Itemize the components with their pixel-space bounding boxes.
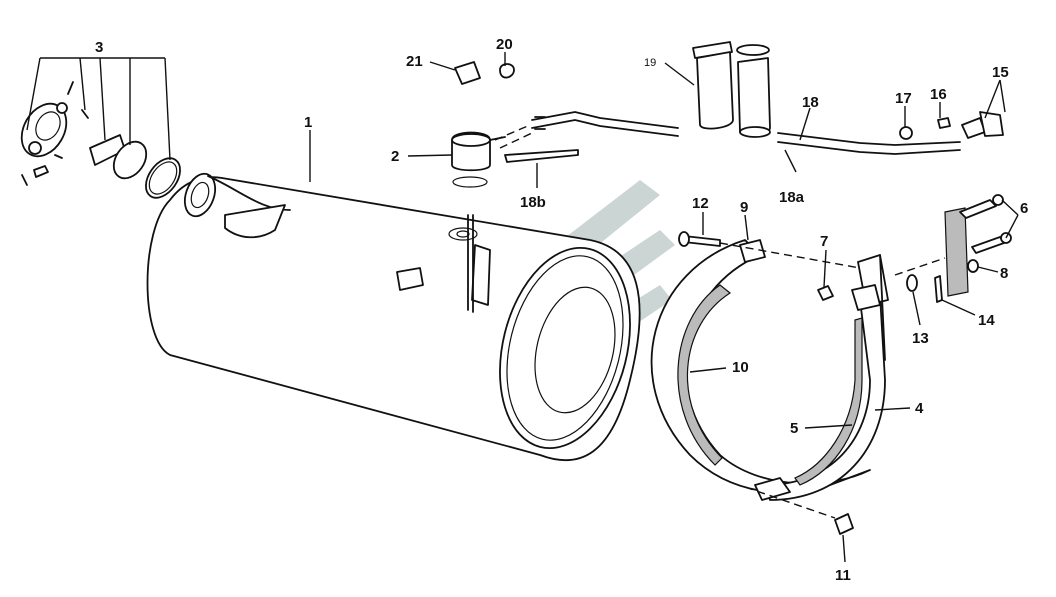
fuel-level-sender xyxy=(448,131,506,241)
fuel-filter xyxy=(692,41,771,138)
fuel-lines xyxy=(494,111,961,163)
callout-10: 10 xyxy=(732,359,749,376)
callout-13: 13 xyxy=(912,330,929,347)
callout-labels: 1 2 3 4 5 6 7 8 9 10 11 12 13 14 15 16 1… xyxy=(95,36,1028,584)
leader-lines xyxy=(26,52,1019,563)
callout-3: 3 xyxy=(95,39,103,56)
callout-5: 5 xyxy=(790,420,798,437)
callout-6: 6 xyxy=(1020,200,1028,217)
callout-21: 21 xyxy=(406,53,423,70)
fuel-tank-body xyxy=(146,172,641,462)
callout-12: 12 xyxy=(692,195,709,212)
callout-20: 20 xyxy=(496,36,513,53)
callout-18b: 18b xyxy=(520,194,546,211)
clip-parts xyxy=(454,61,515,85)
callout-8: 8 xyxy=(1000,265,1008,282)
callout-16: 16 xyxy=(930,86,947,103)
callout-15: 15 xyxy=(992,64,1009,81)
callout-17: 17 xyxy=(895,90,912,107)
mounting-bracket xyxy=(678,194,1012,535)
callout-19: 19 xyxy=(644,57,656,69)
callout-18: 18 xyxy=(802,94,819,111)
callout-2: 2 xyxy=(391,148,399,165)
callout-7: 7 xyxy=(820,233,828,250)
callout-1: 1 xyxy=(304,114,312,131)
filler-cap-assembly xyxy=(20,81,181,199)
callout-9: 9 xyxy=(740,199,748,216)
tank-strap-assembly xyxy=(650,239,889,501)
fittings xyxy=(899,111,1004,140)
callout-11: 11 xyxy=(835,567,851,584)
callout-18a: 18a xyxy=(779,189,805,206)
callout-14: 14 xyxy=(978,312,995,329)
callout-4: 4 xyxy=(915,400,924,417)
